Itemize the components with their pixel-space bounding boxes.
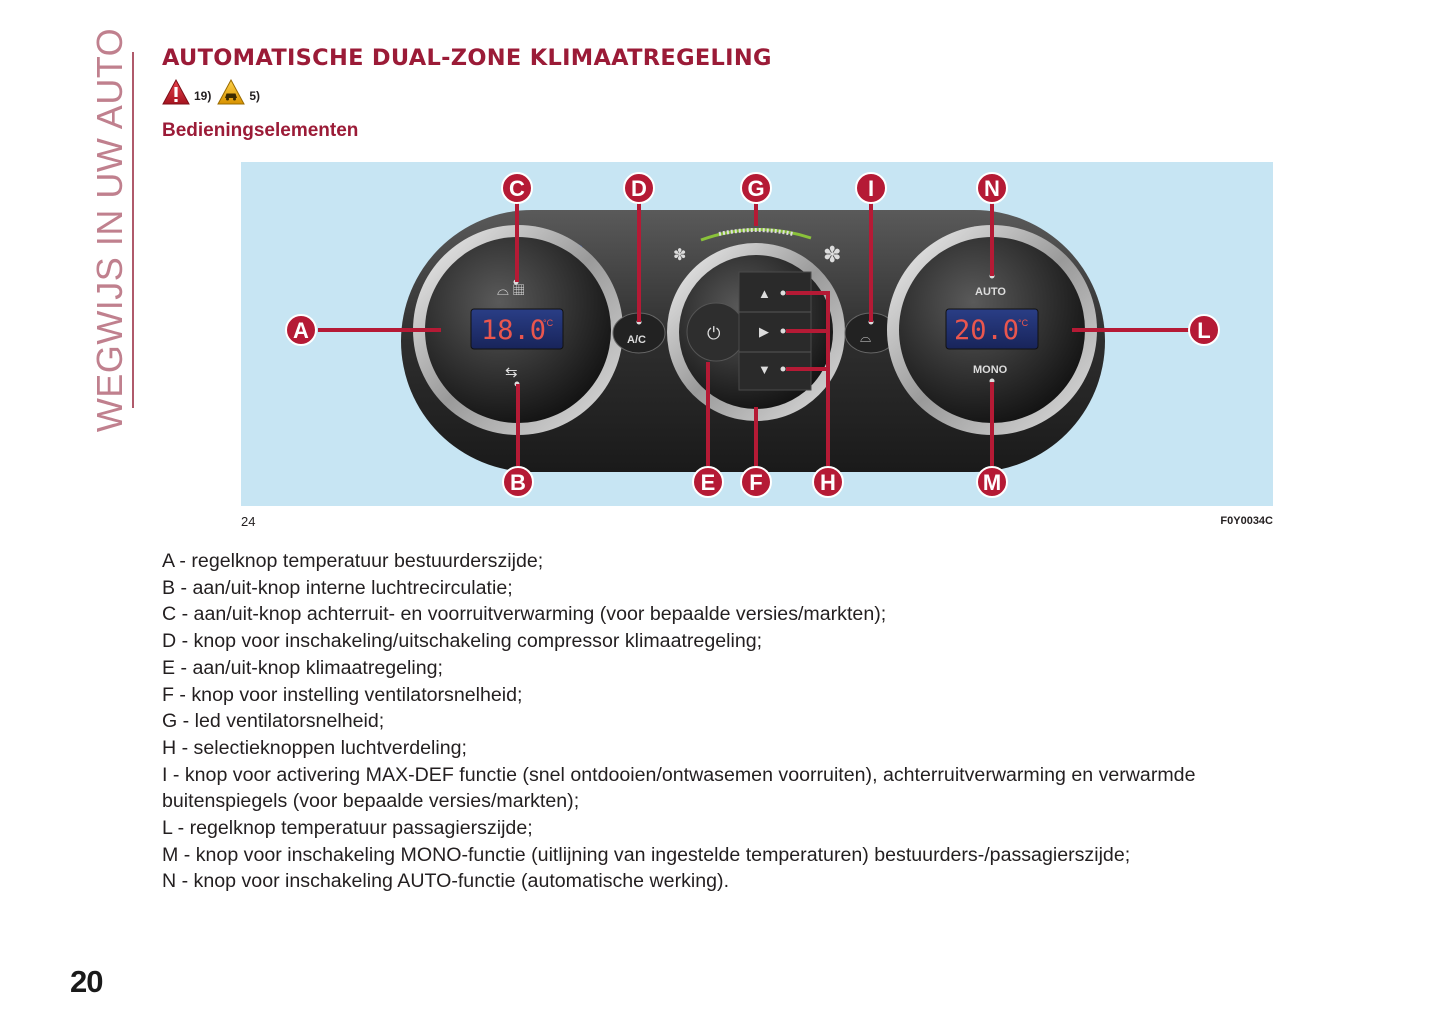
section-side-tab-label: WEGWIJS IN UW AUTO [89, 27, 130, 433]
mono-button-label[interactable]: MONO [973, 364, 1008, 376]
legend-item: E - aan/uit-knop klimaatregeling; [162, 656, 443, 679]
legend-item: N - knop voor inschakeling AUTO-functie … [162, 870, 730, 893]
callout-b: B [502, 466, 534, 498]
right-temperature-display [945, 308, 1039, 350]
section-side-tab: WEGWIJS IN UW AUTO [86, 28, 134, 432]
climate-control-figure: ✽ ✽ 18.0 °C ⌓ ▦ ⇆ A/C ⏻ ▲ ▶ ▼ ⌓ [241, 162, 1273, 506]
callout-f: F [740, 466, 772, 498]
callout-d: D [623, 172, 655, 204]
legend-item: H - selectieknoppen luchtverdeling; [162, 736, 467, 759]
caution-car-icon [217, 79, 246, 105]
page-number: 20 [70, 964, 103, 999]
callout-letter: I [868, 176, 874, 201]
callout-letter: E [701, 470, 716, 495]
right-temperature-value: 20.0 [954, 315, 1019, 346]
fan-high-icon: ✽ [823, 242, 841, 267]
callout-g: G [740, 172, 772, 204]
legend-item: B - aan/uit-knop interne luchtrecirculat… [162, 576, 513, 599]
left-temperature-value: 18.0 [481, 315, 546, 346]
auto-button-label[interactable]: AUTO [975, 286, 1006, 298]
distribution-middle-icon[interactable]: ▶ [759, 324, 769, 339]
recirculation-icon: ⇆ [505, 364, 518, 381]
legend-item: G - led ventilatorsnelheid; [162, 710, 385, 733]
legend-item: D - knop voor inschakeling/uitschakeling… [162, 630, 763, 653]
legend-item: M - knop voor inschakeling MONO-functie … [162, 843, 1131, 866]
left-temperature-unit: °C [543, 318, 554, 328]
legend-item: L - regelknop temperatuur passagierszijd… [162, 817, 533, 840]
max-def-icon: ⌓ [860, 329, 871, 345]
callout-e: E [692, 466, 724, 498]
legend-item: F - knop voor instelling ventilatorsnelh… [162, 683, 523, 706]
figure-code: F0Y0034C [1220, 515, 1273, 527]
section-subtitle: Bedieningselementen [162, 120, 359, 141]
legend-item: I - knop voor activering MAX-DEF functie… [162, 763, 1196, 813]
callout-i: I [855, 172, 887, 204]
fan-low-icon: ✽ [673, 247, 686, 264]
legend-item: C - aan/uit-knop achterruit- en voorruit… [162, 603, 887, 626]
callout-m: M [976, 466, 1008, 498]
callout-lines [318, 203, 1189, 466]
left-temperature-display [470, 308, 564, 350]
callout-labels: A B C D E F G H I L M N [285, 172, 1220, 498]
callout-n: N [976, 172, 1008, 204]
callout-letter: N [984, 176, 1000, 201]
callout-letter: M [983, 470, 1001, 495]
power-icon: ⏻ [707, 324, 721, 343]
distribution-down-icon[interactable]: ▼ [758, 362, 771, 377]
warning-ref-5: 5) [249, 89, 261, 103]
callout-letter: H [820, 470, 836, 495]
callout-a: A [285, 314, 317, 346]
callout-letter: B [510, 470, 526, 495]
warning-references: 19) 5) [162, 78, 266, 106]
control-legend: A - regelknop temperatuur bestuurderszij… [162, 548, 1274, 895]
distribution-up-icon[interactable]: ▲ [758, 286, 771, 301]
figure-number: 24 [241, 514, 256, 529]
danger-warning-icon [162, 79, 190, 105]
callout-l: L [1188, 314, 1220, 346]
ac-button-label: A/C [627, 334, 646, 346]
callout-letter: G [747, 176, 764, 201]
callout-letter: C [509, 176, 525, 201]
warning-ref-19: 19) [194, 89, 212, 103]
rear-window-defrost-icon: ⌓ ▦ [497, 282, 524, 299]
callout-letter: L [1197, 318, 1210, 343]
callout-letter: F [749, 470, 762, 495]
climate-panel-illustration: ✽ ✽ 18.0 °C ⌓ ▦ ⇆ A/C ⏻ ▲ ▶ ▼ ⌓ [318, 203, 1189, 472]
page-title: AUTOMATISCHE DUAL-ZONE KLIMAATREGELING [162, 45, 772, 71]
legend-item: A - regelknop temperatuur bestuurderszij… [162, 550, 544, 572]
callout-c: C [501, 172, 533, 204]
right-temperature-unit: °C [1018, 318, 1029, 328]
callout-h: H [812, 466, 844, 498]
callout-letter: A [293, 318, 309, 343]
callout-letter: D [631, 176, 647, 201]
